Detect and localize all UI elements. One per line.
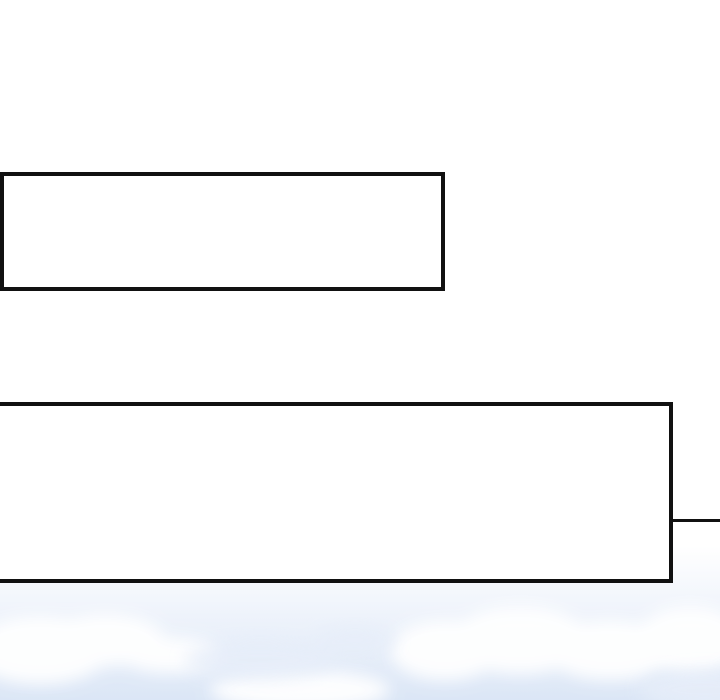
cloud-shapes (0, 606, 720, 700)
cloud-shadows (185, 626, 720, 700)
lower-empty-panel (0, 402, 673, 583)
panel-connector-line (673, 519, 720, 522)
upper-empty-panel (0, 172, 445, 291)
